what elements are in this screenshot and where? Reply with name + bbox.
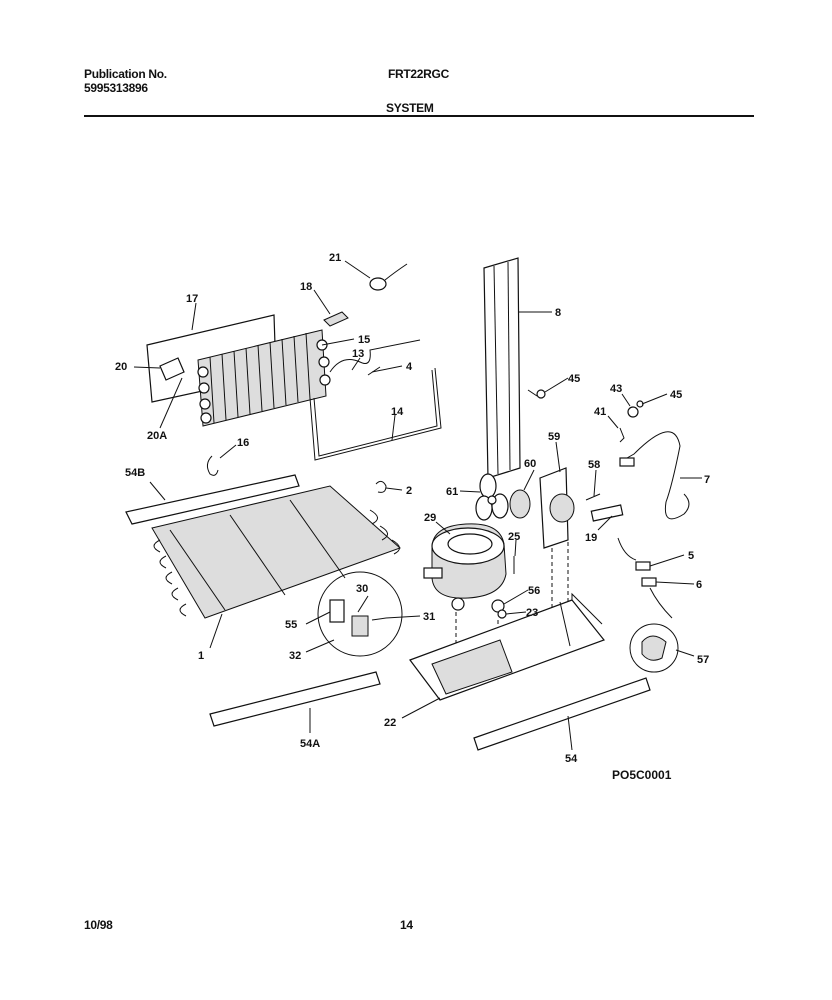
callout-43: 43	[610, 383, 622, 395]
part-58	[585, 493, 601, 501]
callout-23: 23	[526, 607, 538, 619]
callout-55: 55	[285, 619, 297, 631]
part-60-fan-motor	[509, 489, 531, 519]
part-8-rail	[483, 257, 521, 479]
callout-54b: 54B	[125, 467, 145, 479]
part-13-wire	[329, 339, 421, 373]
callout-25: 25	[508, 531, 520, 543]
callout-21: 21	[329, 252, 341, 264]
callout-41: 41	[594, 406, 606, 418]
part-7-harness	[619, 431, 690, 520]
part-5-lead	[617, 537, 637, 561]
callout-5: 5	[688, 550, 694, 562]
page-number: 14	[400, 918, 413, 932]
callout-29: 29	[424, 512, 436, 524]
part-18	[323, 311, 349, 327]
part-61-fan-blade	[475, 473, 509, 521]
part-20-clip	[159, 357, 185, 381]
part-14-heater-inner	[313, 369, 438, 457]
part-7-connector	[619, 457, 635, 467]
part-5-plug	[635, 561, 651, 571]
callout-45-right: 45	[670, 389, 682, 401]
part-2	[375, 480, 387, 493]
part-6-plug	[641, 577, 657, 587]
callout-32: 32	[289, 650, 301, 662]
callout-54a: 54A	[300, 738, 320, 750]
part-15-evaporator	[197, 329, 331, 427]
callout-14: 14	[391, 406, 404, 418]
part-4	[367, 366, 381, 376]
section-title: SYSTEM	[386, 101, 434, 115]
model-number: FRT22RGC	[388, 67, 449, 81]
callout-31: 31	[423, 611, 435, 623]
callout-60: 60	[524, 458, 536, 470]
part-6-lead	[649, 587, 673, 619]
header-rule	[84, 115, 754, 117]
callout-6: 6	[696, 579, 702, 591]
part-1-condenser	[151, 485, 401, 619]
part-22-base-pan	[409, 592, 605, 701]
part-29-compressor	[423, 523, 507, 599]
callout-59: 59	[548, 431, 560, 443]
part-54a-bracket	[209, 671, 381, 727]
callout-7: 7	[704, 474, 710, 486]
diagram-code: PO5C0001	[612, 768, 672, 782]
leader-lines	[133, 260, 702, 751]
callout-20a: 20A	[147, 430, 167, 442]
callout-58: 58	[588, 459, 600, 471]
part-59-motor	[549, 493, 575, 523]
part-45-screw	[527, 389, 546, 399]
callout-2: 2	[406, 485, 412, 497]
callout-1: 1	[198, 650, 204, 662]
callout-22: 22	[384, 717, 396, 729]
part-19-tube	[590, 504, 624, 522]
callout-56: 56	[528, 585, 540, 597]
part-23	[497, 609, 507, 619]
callout-19: 19	[585, 532, 597, 544]
publication-label: Publication No.	[84, 67, 167, 81]
part-41	[619, 427, 625, 443]
callout-18: 18	[300, 281, 312, 293]
detail-magnifier	[317, 571, 403, 657]
callout-13: 13	[352, 348, 364, 360]
callout-30: 30	[356, 583, 368, 595]
callout-20: 20	[115, 361, 127, 373]
part-57-detail	[629, 623, 679, 673]
callout-15: 15	[358, 334, 370, 346]
part-54-bracket	[473, 677, 651, 751]
part-43	[627, 406, 639, 418]
callout-61: 61	[446, 486, 458, 498]
part-54b-bracket	[125, 474, 300, 525]
callout-17: 17	[186, 293, 198, 305]
footer-date: 10/98	[84, 918, 113, 932]
callout-57: 57	[697, 654, 709, 666]
part-21-sensor	[369, 263, 408, 291]
publication-number: 5995313896	[84, 81, 148, 95]
part-56-grommet-left	[451, 597, 465, 611]
callout-45-left: 45	[568, 373, 580, 385]
callout-8: 8	[555, 307, 561, 319]
callout-4: 4	[406, 361, 413, 373]
callout-54: 54	[565, 753, 578, 765]
part-16	[206, 455, 219, 476]
part-14-heater	[309, 367, 442, 461]
callout-16: 16	[237, 437, 249, 449]
